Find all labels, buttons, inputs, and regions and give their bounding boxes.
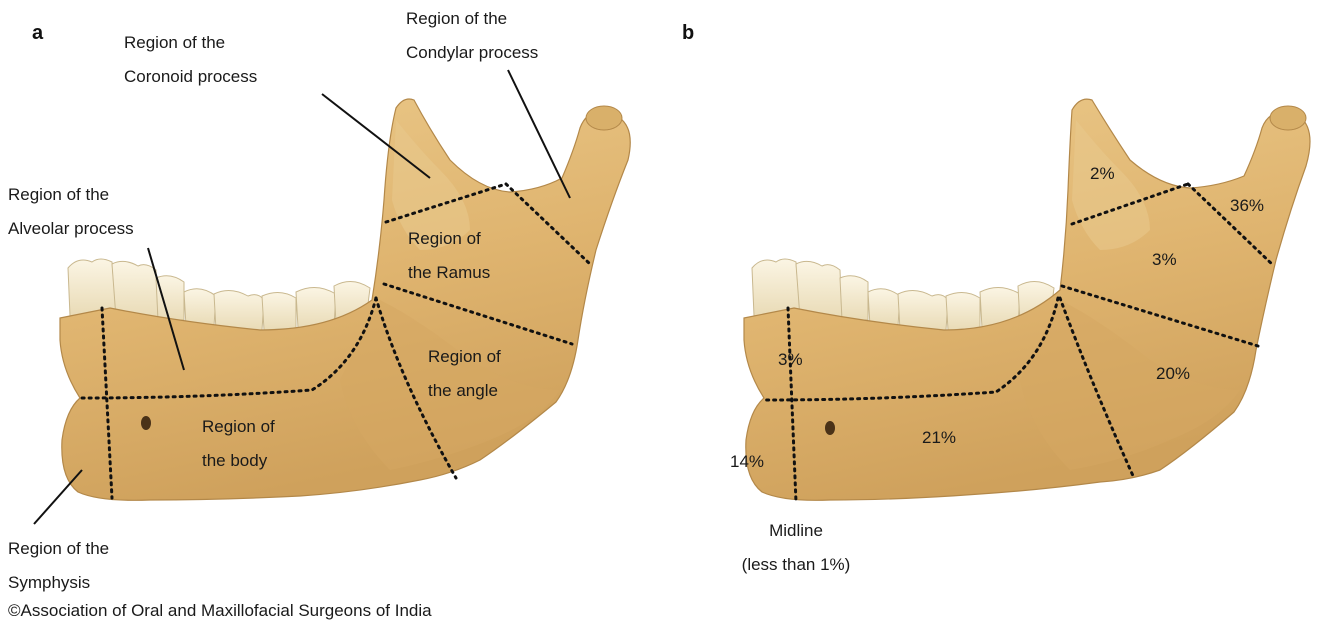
label-symphysis-region: Region of the Symphysis <box>8 538 109 594</box>
copyright-notice: ©Association of Oral and Maxillofacial S… <box>8 600 432 622</box>
panel-label-a: a <box>32 22 43 45</box>
label-condylar-region: Region of the Condylar process <box>406 8 538 64</box>
label-angle-region: Region of the angle <box>428 346 501 402</box>
pct-condylar: 36% <box>1230 196 1264 216</box>
label-midline: Midline (less than 1%) <box>706 520 886 576</box>
label-coronoid-region: Region of the Coronoid process <box>124 32 257 88</box>
label-alveolar-region: Region of the Alveolar process <box>8 184 134 240</box>
pct-coronoid: 2% <box>1090 164 1115 184</box>
pct-body: 21% <box>922 428 956 448</box>
pct-alveolar: 3% <box>778 350 803 370</box>
mandible-a <box>60 99 630 500</box>
mandible-b <box>744 99 1310 500</box>
pct-angle: 20% <box>1156 364 1190 384</box>
panel-label-b: b <box>682 22 694 45</box>
label-ramus-region: Region of the Ramus <box>408 228 490 284</box>
label-body-region: Region of the body <box>202 416 275 472</box>
pct-ramus: 3% <box>1152 250 1177 270</box>
pct-symphysis: 14% <box>730 452 764 472</box>
